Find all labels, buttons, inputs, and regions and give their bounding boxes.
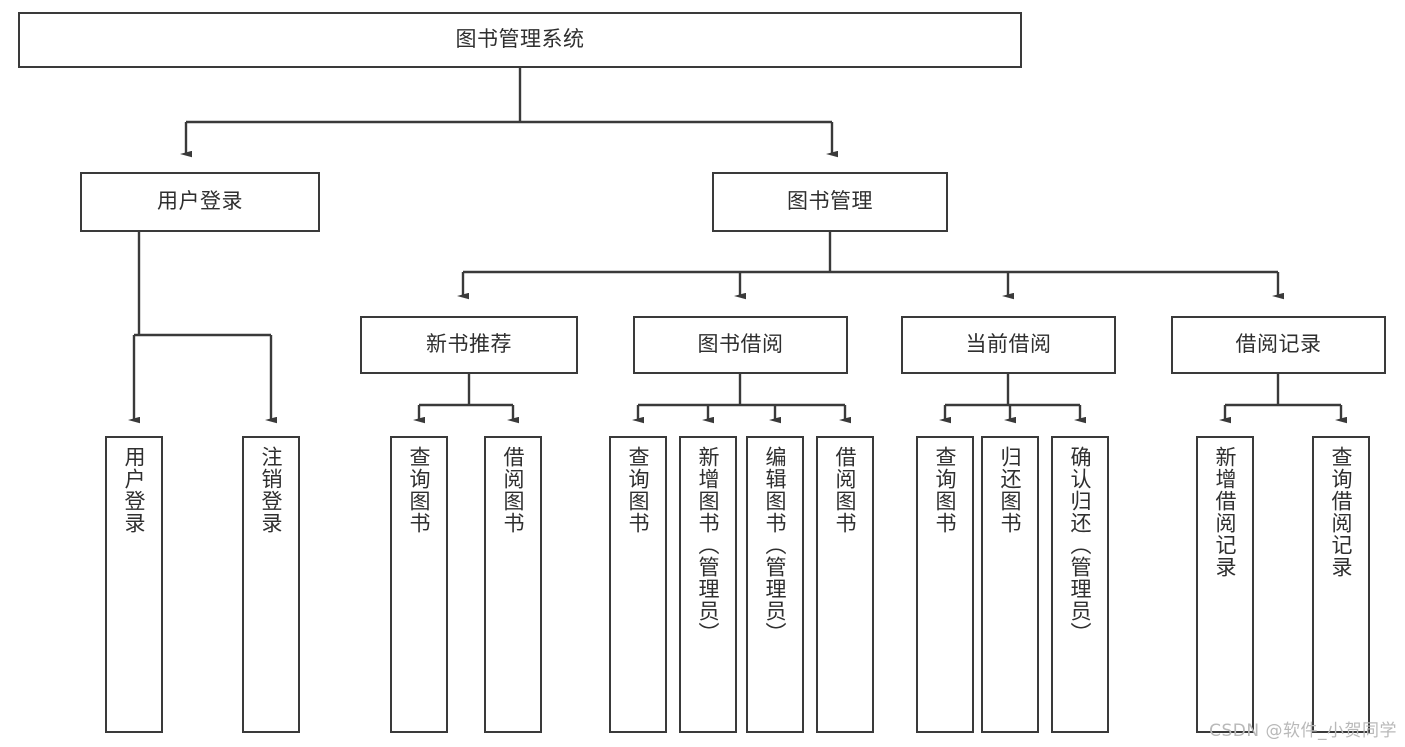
node-leaf-edit-book-admin[interactable]: 编辑图书（管理员） bbox=[746, 436, 804, 733]
node-leaf-return-book[interactable]: 归还图书 bbox=[981, 436, 1039, 733]
node-label: 新书推荐 bbox=[426, 332, 512, 357]
node-label: 查询借阅记录 bbox=[1329, 446, 1354, 578]
node-root-book-management-system[interactable]: 图书管理系统 bbox=[18, 12, 1022, 68]
node-leaf-borrow-book-2[interactable]: 借阅图书 bbox=[816, 436, 874, 733]
node-leaf-query-book-3[interactable]: 查询图书 bbox=[916, 436, 974, 733]
watermark: CSDN @软件_小贺同学 bbox=[1209, 721, 1397, 741]
node-leaf-query-book-1[interactable]: 查询图书 bbox=[390, 436, 448, 733]
node-label: 借阅图书 bbox=[833, 446, 858, 534]
node-book-management[interactable]: 图书管理 bbox=[712, 172, 948, 232]
node-current-borrowing[interactable]: 当前借阅 bbox=[901, 316, 1116, 374]
node-leaf-confirm-return-admin[interactable]: 确认归还（管理员） bbox=[1051, 436, 1109, 733]
node-leaf-add-borrow-record[interactable]: 新增借阅记录 bbox=[1196, 436, 1254, 733]
node-leaf-borrow-book-1[interactable]: 借阅图书 bbox=[484, 436, 542, 733]
node-label: 图书借阅 bbox=[697, 332, 784, 357]
node-leaf-query-book-2[interactable]: 查询图书 bbox=[609, 436, 667, 733]
node-leaf-logout[interactable]: 注销登录 bbox=[242, 436, 300, 733]
node-label: 新增图书（管理员） bbox=[696, 446, 721, 644]
node-label: 归还图书 bbox=[998, 446, 1023, 534]
node-new-book-recommendation[interactable]: 新书推荐 bbox=[360, 316, 578, 374]
node-label: 图书管理系统 bbox=[455, 27, 585, 52]
node-leaf-query-borrow-record[interactable]: 查询借阅记录 bbox=[1312, 436, 1370, 733]
node-label: 当前借阅 bbox=[965, 332, 1052, 357]
node-label: 注销登录 bbox=[259, 446, 284, 534]
node-label: 查询图书 bbox=[933, 446, 958, 534]
node-label: 查询图书 bbox=[407, 446, 432, 534]
node-label: 图书管理 bbox=[787, 189, 873, 214]
node-book-borrowing[interactable]: 图书借阅 bbox=[633, 316, 848, 374]
node-leaf-add-book-admin[interactable]: 新增图书（管理员） bbox=[679, 436, 737, 733]
node-label: 查询图书 bbox=[626, 446, 651, 534]
node-label: 确认归还（管理员） bbox=[1068, 446, 1093, 644]
node-label: 用户登录 bbox=[157, 189, 243, 214]
node-label: 新增借阅记录 bbox=[1213, 446, 1238, 578]
node-borrowing-record[interactable]: 借阅记录 bbox=[1171, 316, 1386, 374]
node-label: 用户登录 bbox=[122, 446, 147, 534]
node-leaf-user-login[interactable]: 用户登录 bbox=[105, 436, 163, 733]
node-label: 借阅图书 bbox=[501, 446, 526, 534]
node-label: 编辑图书（管理员） bbox=[763, 446, 788, 644]
node-label: 借阅记录 bbox=[1235, 332, 1322, 357]
node-user-login[interactable]: 用户登录 bbox=[80, 172, 320, 232]
